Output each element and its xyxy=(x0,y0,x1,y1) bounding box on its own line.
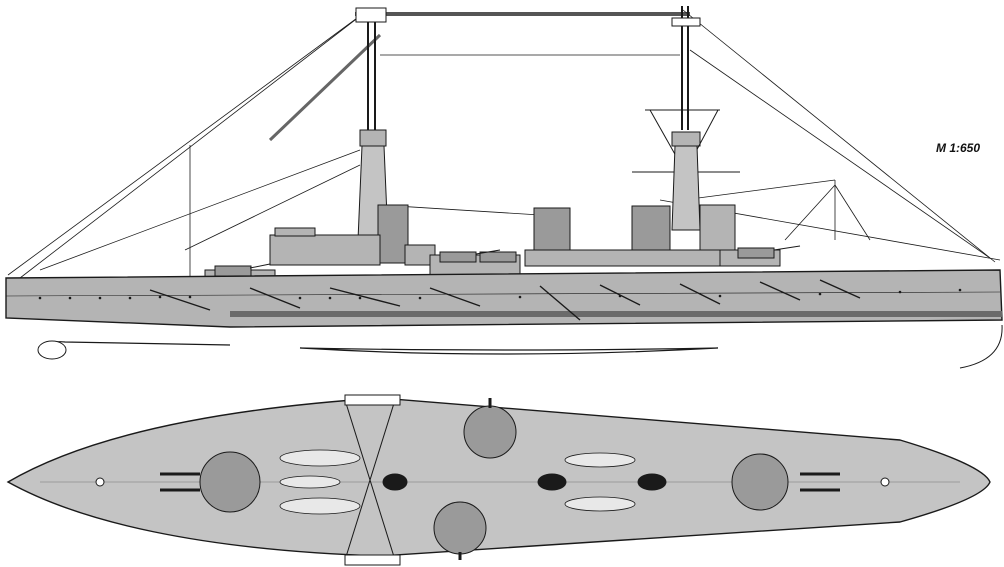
hull-side xyxy=(5,269,1003,328)
main-mast xyxy=(632,6,740,231)
side-elevation-view xyxy=(5,6,1003,369)
portholes xyxy=(38,288,962,300)
gun-barrels-plan xyxy=(160,398,840,560)
bilge-keel xyxy=(299,347,719,355)
rigging-lines xyxy=(7,9,1001,290)
main-turrets-plan xyxy=(199,405,789,555)
deck-outline xyxy=(6,397,991,557)
fore-mast xyxy=(355,7,389,241)
fore-funnel xyxy=(377,204,409,264)
plan-view xyxy=(6,394,991,566)
gun-turrets-side xyxy=(214,245,801,277)
funnel-tops-plan xyxy=(382,473,667,491)
capstan-plan xyxy=(95,477,105,487)
boats-plan xyxy=(279,449,636,515)
scale-label: M 1:650 xyxy=(936,141,981,155)
propeller-shafts xyxy=(39,341,231,351)
torpedo-net-booms xyxy=(149,279,861,321)
